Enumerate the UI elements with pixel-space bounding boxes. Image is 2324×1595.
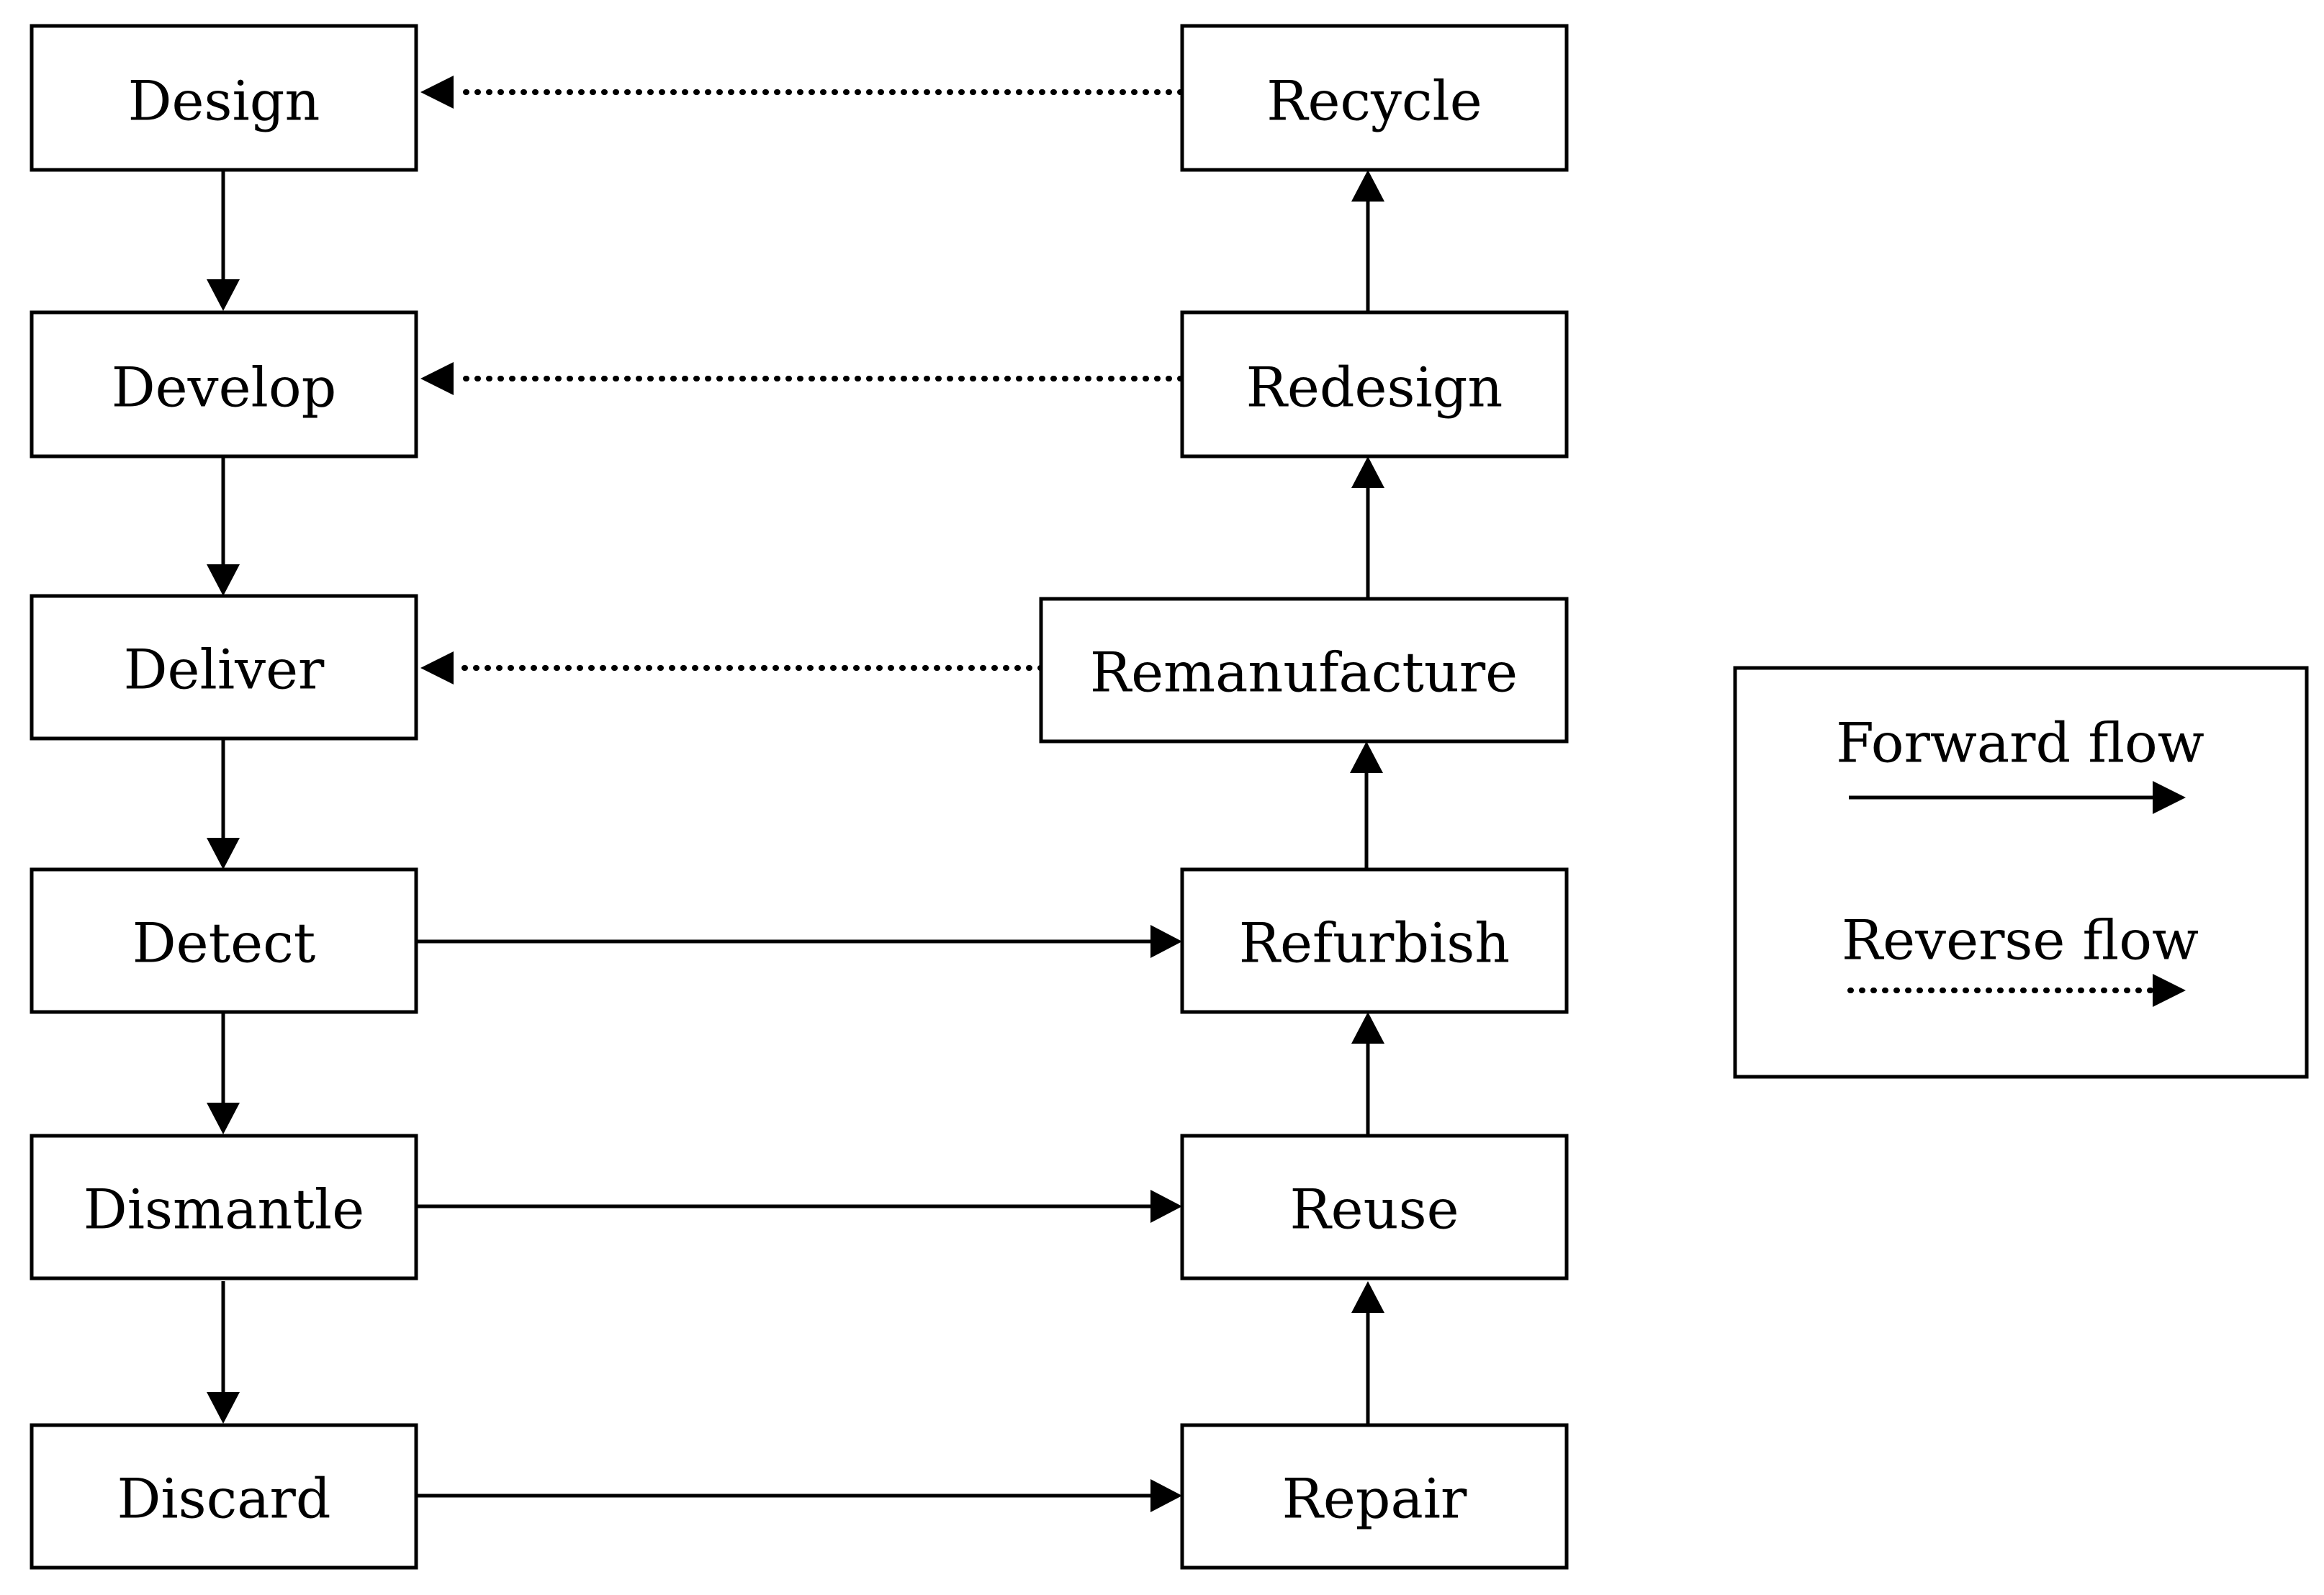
node-discard-box [30, 1423, 418, 1570]
arrowhead-redesign-recycle [1351, 170, 1384, 202]
arrowhead-repair-reuse [1351, 1281, 1384, 1313]
node-design-box [30, 24, 418, 172]
node-repair: Repair [1180, 1423, 1569, 1570]
node-detect-box [30, 867, 418, 1014]
node-develop: Develop [30, 310, 418, 458]
node-redesign-label: Redesign [1246, 356, 1503, 420]
node-detect-label: Detect [132, 911, 316, 975]
arrowhead-refurbish-remanufacture [1350, 741, 1383, 773]
node-dismantle-box [30, 1134, 418, 1280]
legend-forward-arrowhead [2153, 781, 2186, 814]
arrowhead-develop-deliver [207, 564, 240, 596]
node-reuse-label: Reuse [1289, 1178, 1459, 1242]
node-dismantle-label: Dismantle [84, 1178, 364, 1242]
legend-reverse-arrowhead [2153, 974, 2186, 1007]
legend-forward-label: Forward flow [1836, 711, 2204, 775]
node-reuse-box [1180, 1134, 1569, 1280]
node-repair-box [1180, 1423, 1569, 1570]
arrowhead-remanufacture-deliver [420, 651, 454, 684]
arrowhead-detect-dismantle [207, 1103, 240, 1134]
node-remanufacture-box [1039, 597, 1569, 744]
node-discard: Discard [30, 1423, 418, 1570]
node-deliver-box [30, 594, 418, 741]
node-refurbish-box [1180, 867, 1569, 1014]
node-detect: Detect [30, 867, 418, 1014]
node-recycle-label: Recycle [1266, 69, 1482, 133]
node-refurbish-label: Refurbish [1239, 911, 1510, 975]
edges [207, 76, 1384, 1512]
legend-reverse-label: Reverse flow [1842, 908, 2199, 972]
arrowhead-deliver-detect [207, 838, 240, 869]
arrowhead-dismantle-reuse [1150, 1190, 1182, 1223]
arrowhead-discard-repair [1150, 1479, 1182, 1512]
node-redesign: Redesign [1180, 310, 1569, 458]
node-design: Design [30, 24, 418, 172]
node-recycle: Recycle [1180, 24, 1569, 172]
arrowhead-detect-refurbish [1150, 925, 1182, 958]
arrowhead-design-develop [207, 279, 240, 311]
node-design-label: Design [128, 69, 320, 133]
node-recycle-box [1180, 24, 1569, 172]
node-repair-label: Repair [1282, 1467, 1467, 1531]
node-remanufacture: Remanufacture [1039, 597, 1569, 744]
node-reuse: Reuse [1180, 1134, 1569, 1280]
legend: Forward flow Reverse flow [1733, 666, 2309, 1079]
node-redesign-box [1180, 310, 1569, 458]
arrowhead-redesign-develop [420, 362, 454, 395]
node-refurbish: Refurbish [1180, 867, 1569, 1014]
arrowhead-reuse-refurbish [1351, 1012, 1384, 1044]
node-dismantle: Dismantle [30, 1134, 418, 1280]
arrowhead-dismantle-discard [207, 1392, 240, 1424]
node-remanufacture-label: Remanufacture [1090, 641, 1518, 705]
node-develop-label: Develop [112, 356, 337, 420]
legend-box [1733, 666, 2309, 1079]
node-deliver-label: Deliver [124, 638, 325, 702]
node-deliver: Deliver [30, 594, 418, 741]
node-develop-box [30, 310, 418, 458]
arrowhead-recycle-design [420, 76, 454, 109]
arrowhead-remanufacture-redesign [1351, 456, 1384, 488]
node-discard-label: Discard [117, 1467, 330, 1531]
